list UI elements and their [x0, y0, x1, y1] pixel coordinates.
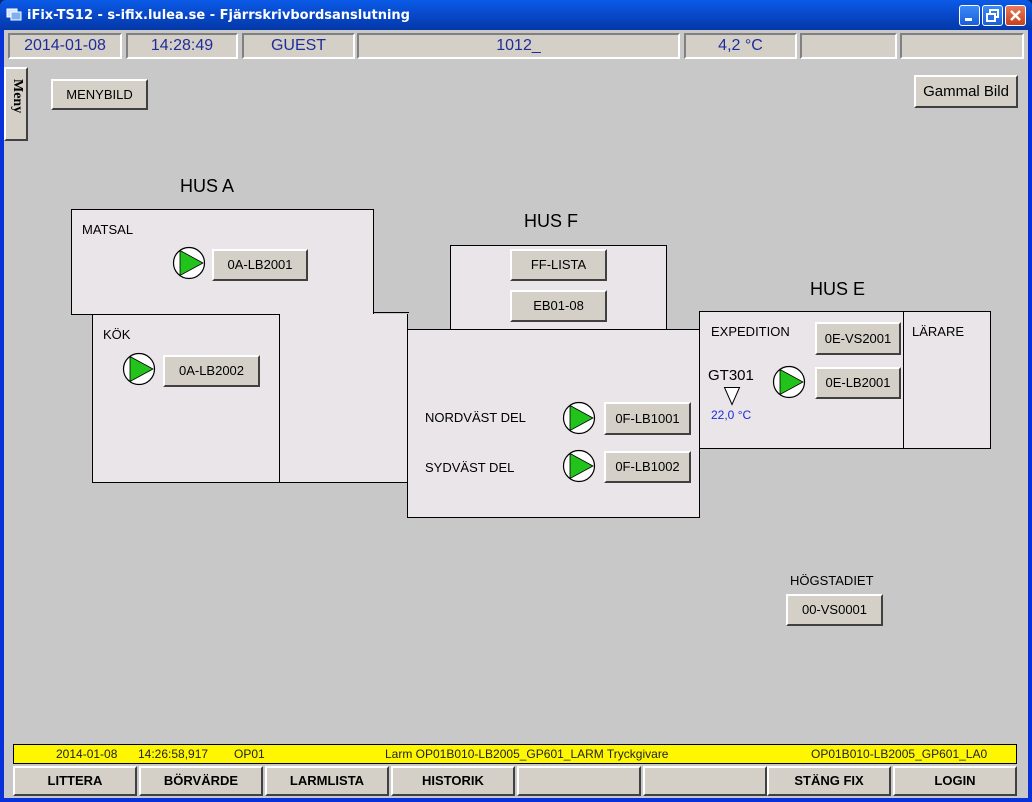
title-bar[interactable]: iFix-TS12 - s-ifix.lulea.se - Fjärrskriv…	[0, 0, 1032, 30]
expedition-label: EXPEDITION	[711, 324, 790, 339]
pump-running-icon[interactable]	[172, 246, 206, 280]
divider	[92, 314, 280, 315]
0a-lb2001-label: 0A-LB2001	[227, 257, 293, 272]
0a-lb2002-label: 0A-LB2002	[178, 363, 245, 378]
larmlista-button[interactable]: LARMLISTA	[265, 766, 389, 796]
alarm-op: OP01	[234, 747, 265, 761]
hus-a-kok-area	[92, 314, 408, 483]
maximize-button[interactable]	[982, 5, 1003, 26]
footer-empty-button-1[interactable]	[517, 766, 641, 796]
status-code: 1012_	[357, 33, 680, 59]
pump-running-icon[interactable]	[562, 401, 596, 435]
0f-lb1002-label: 0F-LB1002	[615, 459, 680, 474]
00-vs0001-label: 00-VS0001	[801, 602, 868, 617]
status-temperature: 4,2 °C	[684, 33, 797, 59]
0e-lb2001-button[interactable]: 0E-LB2001	[815, 367, 901, 399]
alarm-date: 2014-01-08	[56, 747, 118, 761]
alarm-bar[interactable]: 2014-01-08 14:26:58,917 OP01 Larm OP01B0…	[13, 744, 1017, 764]
status-time: 14:28:49	[126, 33, 238, 59]
borvarde-button[interactable]: BÖRVÄRDE	[139, 766, 263, 796]
menybild-button[interactable]: MENYBILD	[51, 79, 148, 110]
menybild-label: MENYBILD	[66, 87, 133, 102]
stang-fix-button[interactable]: STÄNG FIX	[767, 766, 891, 796]
gammal-bild-label: Gammal Bild	[923, 83, 1009, 100]
0f-lb1001-button[interactable]: 0F-LB1001	[604, 402, 691, 435]
ff-lista-button[interactable]: FF-LISTA	[510, 249, 607, 281]
ff-lista-label: FF-LISTA	[530, 257, 587, 272]
menu-tab-label: Meny	[10, 79, 25, 114]
nordvast-label: NORDVÄST DEL	[425, 410, 526, 425]
divider	[279, 314, 280, 483]
alarm-message: Larm OP01B010-LB2005_GP601_LARM Tryckgiv…	[385, 747, 669, 761]
hus-f-title: HUS F	[524, 211, 578, 231]
footer-empty-button-2[interactable]	[643, 766, 767, 796]
0e-lb2001-label: 0E-LB2001	[825, 375, 891, 390]
divider	[71, 314, 93, 315]
pump-running-icon[interactable]	[122, 352, 156, 386]
minimize-icon	[965, 18, 972, 21]
eb01-08-button[interactable]: EB01-08	[510, 290, 607, 322]
status-date: 2014-01-08	[8, 33, 122, 59]
littera-button[interactable]: LITTERA	[13, 766, 137, 796]
0e-vs2001-button[interactable]: 0E-VS2001	[815, 322, 901, 355]
0a-lb2002-button[interactable]: 0A-LB2002	[163, 355, 260, 387]
gammal-bild-button[interactable]: Gammal Bild	[914, 75, 1018, 108]
matsal-label: MATSAL	[82, 222, 134, 237]
hogstadiet-label: HÖGSTADIET	[790, 573, 874, 588]
status-field-extra2	[900, 33, 1024, 59]
kok-label: KÖK	[103, 327, 131, 342]
gt301-sensor-name: GT301	[708, 367, 754, 384]
alarm-time: 14:26:58,917	[138, 747, 209, 761]
status-field-extra1	[800, 33, 897, 59]
hmi-client-area: 2014-01-08 14:28:49 GUEST 1012_ 4,2 °C M…	[4, 30, 1028, 798]
close-icon	[1010, 10, 1021, 21]
00-vs0001-button[interactable]: 00-VS0001	[786, 594, 883, 626]
remote-desktop-icon	[6, 8, 22, 21]
0a-lb2001-button[interactable]: 0A-LB2001	[212, 249, 308, 281]
0e-vs2001-label: 0E-VS2001	[824, 331, 892, 346]
divider	[903, 311, 904, 449]
historik-button[interactable]: HISTORIK	[391, 766, 515, 796]
temperature-sensor-icon[interactable]	[723, 386, 741, 406]
hus-e-title: HUS E	[810, 279, 866, 299]
divider	[373, 312, 409, 313]
login-button[interactable]: LOGIN	[893, 766, 1017, 796]
0f-lb1001-label: 0F-LB1001	[615, 411, 680, 426]
sydvast-label: SYDVÄST DEL	[425, 460, 515, 475]
alarm-tag: OP01B010-LB2005_GP601_LA0	[811, 747, 988, 761]
status-user: GUEST	[242, 33, 355, 59]
window-title: iFix-TS12 - s-ifix.lulea.se - Fjärrskriv…	[27, 8, 410, 23]
0f-lb1002-button[interactable]: 0F-LB1002	[604, 451, 691, 483]
gt301-sensor-value: 22,0 °C	[711, 408, 752, 422]
minimize-button[interactable]	[959, 5, 980, 26]
menu-tab[interactable]: Meny	[4, 67, 28, 141]
hus-a-title: HUS A	[180, 176, 235, 196]
pump-running-icon[interactable]	[772, 365, 806, 399]
close-button[interactable]	[1005, 5, 1026, 26]
larare-label: LÄRARE	[912, 324, 965, 339]
restore-icon	[986, 9, 999, 22]
pump-running-icon[interactable]	[562, 449, 596, 483]
eb01-08-label: EB01-08	[533, 298, 584, 313]
